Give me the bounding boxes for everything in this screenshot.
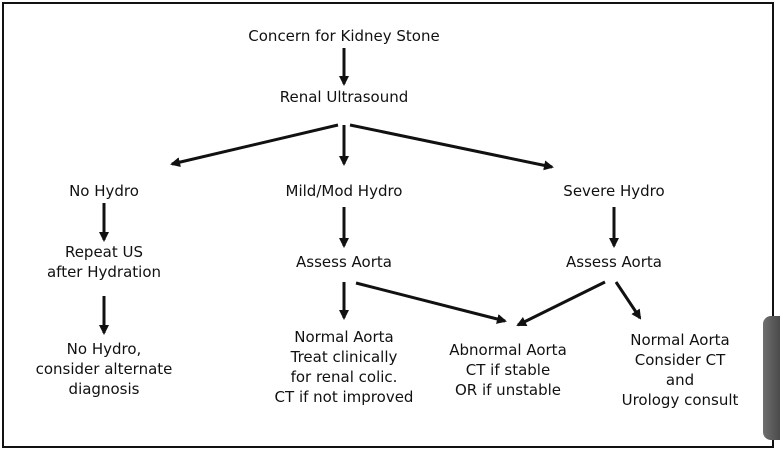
diagram-frame — [2, 2, 774, 448]
node-mild-mod-hydro: Mild/Mod Hydro — [285, 182, 403, 200]
node-repeat-us: Repeat US after Hydration — [46, 243, 162, 281]
node-no-hydro-result: No Hydro, consider alternate diagnosis — [35, 340, 173, 398]
node-concern-kidney-stone: Concern for Kidney Stone — [248, 27, 440, 45]
node-severe-hydro: Severe Hydro — [563, 182, 665, 200]
node-renal-ultrasound: Renal Ultrasound — [279, 88, 409, 106]
node-mild-normal-aorta: Normal Aorta Treat clinically for renal … — [274, 328, 414, 406]
node-no-hydro: No Hydro — [69, 182, 139, 200]
scroll-tab[interactable] — [763, 316, 780, 440]
node-severe-assess-aorta: Assess Aorta — [566, 253, 662, 271]
node-severe-normal-aorta: Normal Aorta Consider CT and Urology con… — [621, 331, 739, 409]
node-mild-assess-aorta: Assess Aorta — [296, 253, 392, 271]
node-abnormal-aorta: Abnormal Aorta CT if stable OR if unstab… — [449, 341, 567, 399]
